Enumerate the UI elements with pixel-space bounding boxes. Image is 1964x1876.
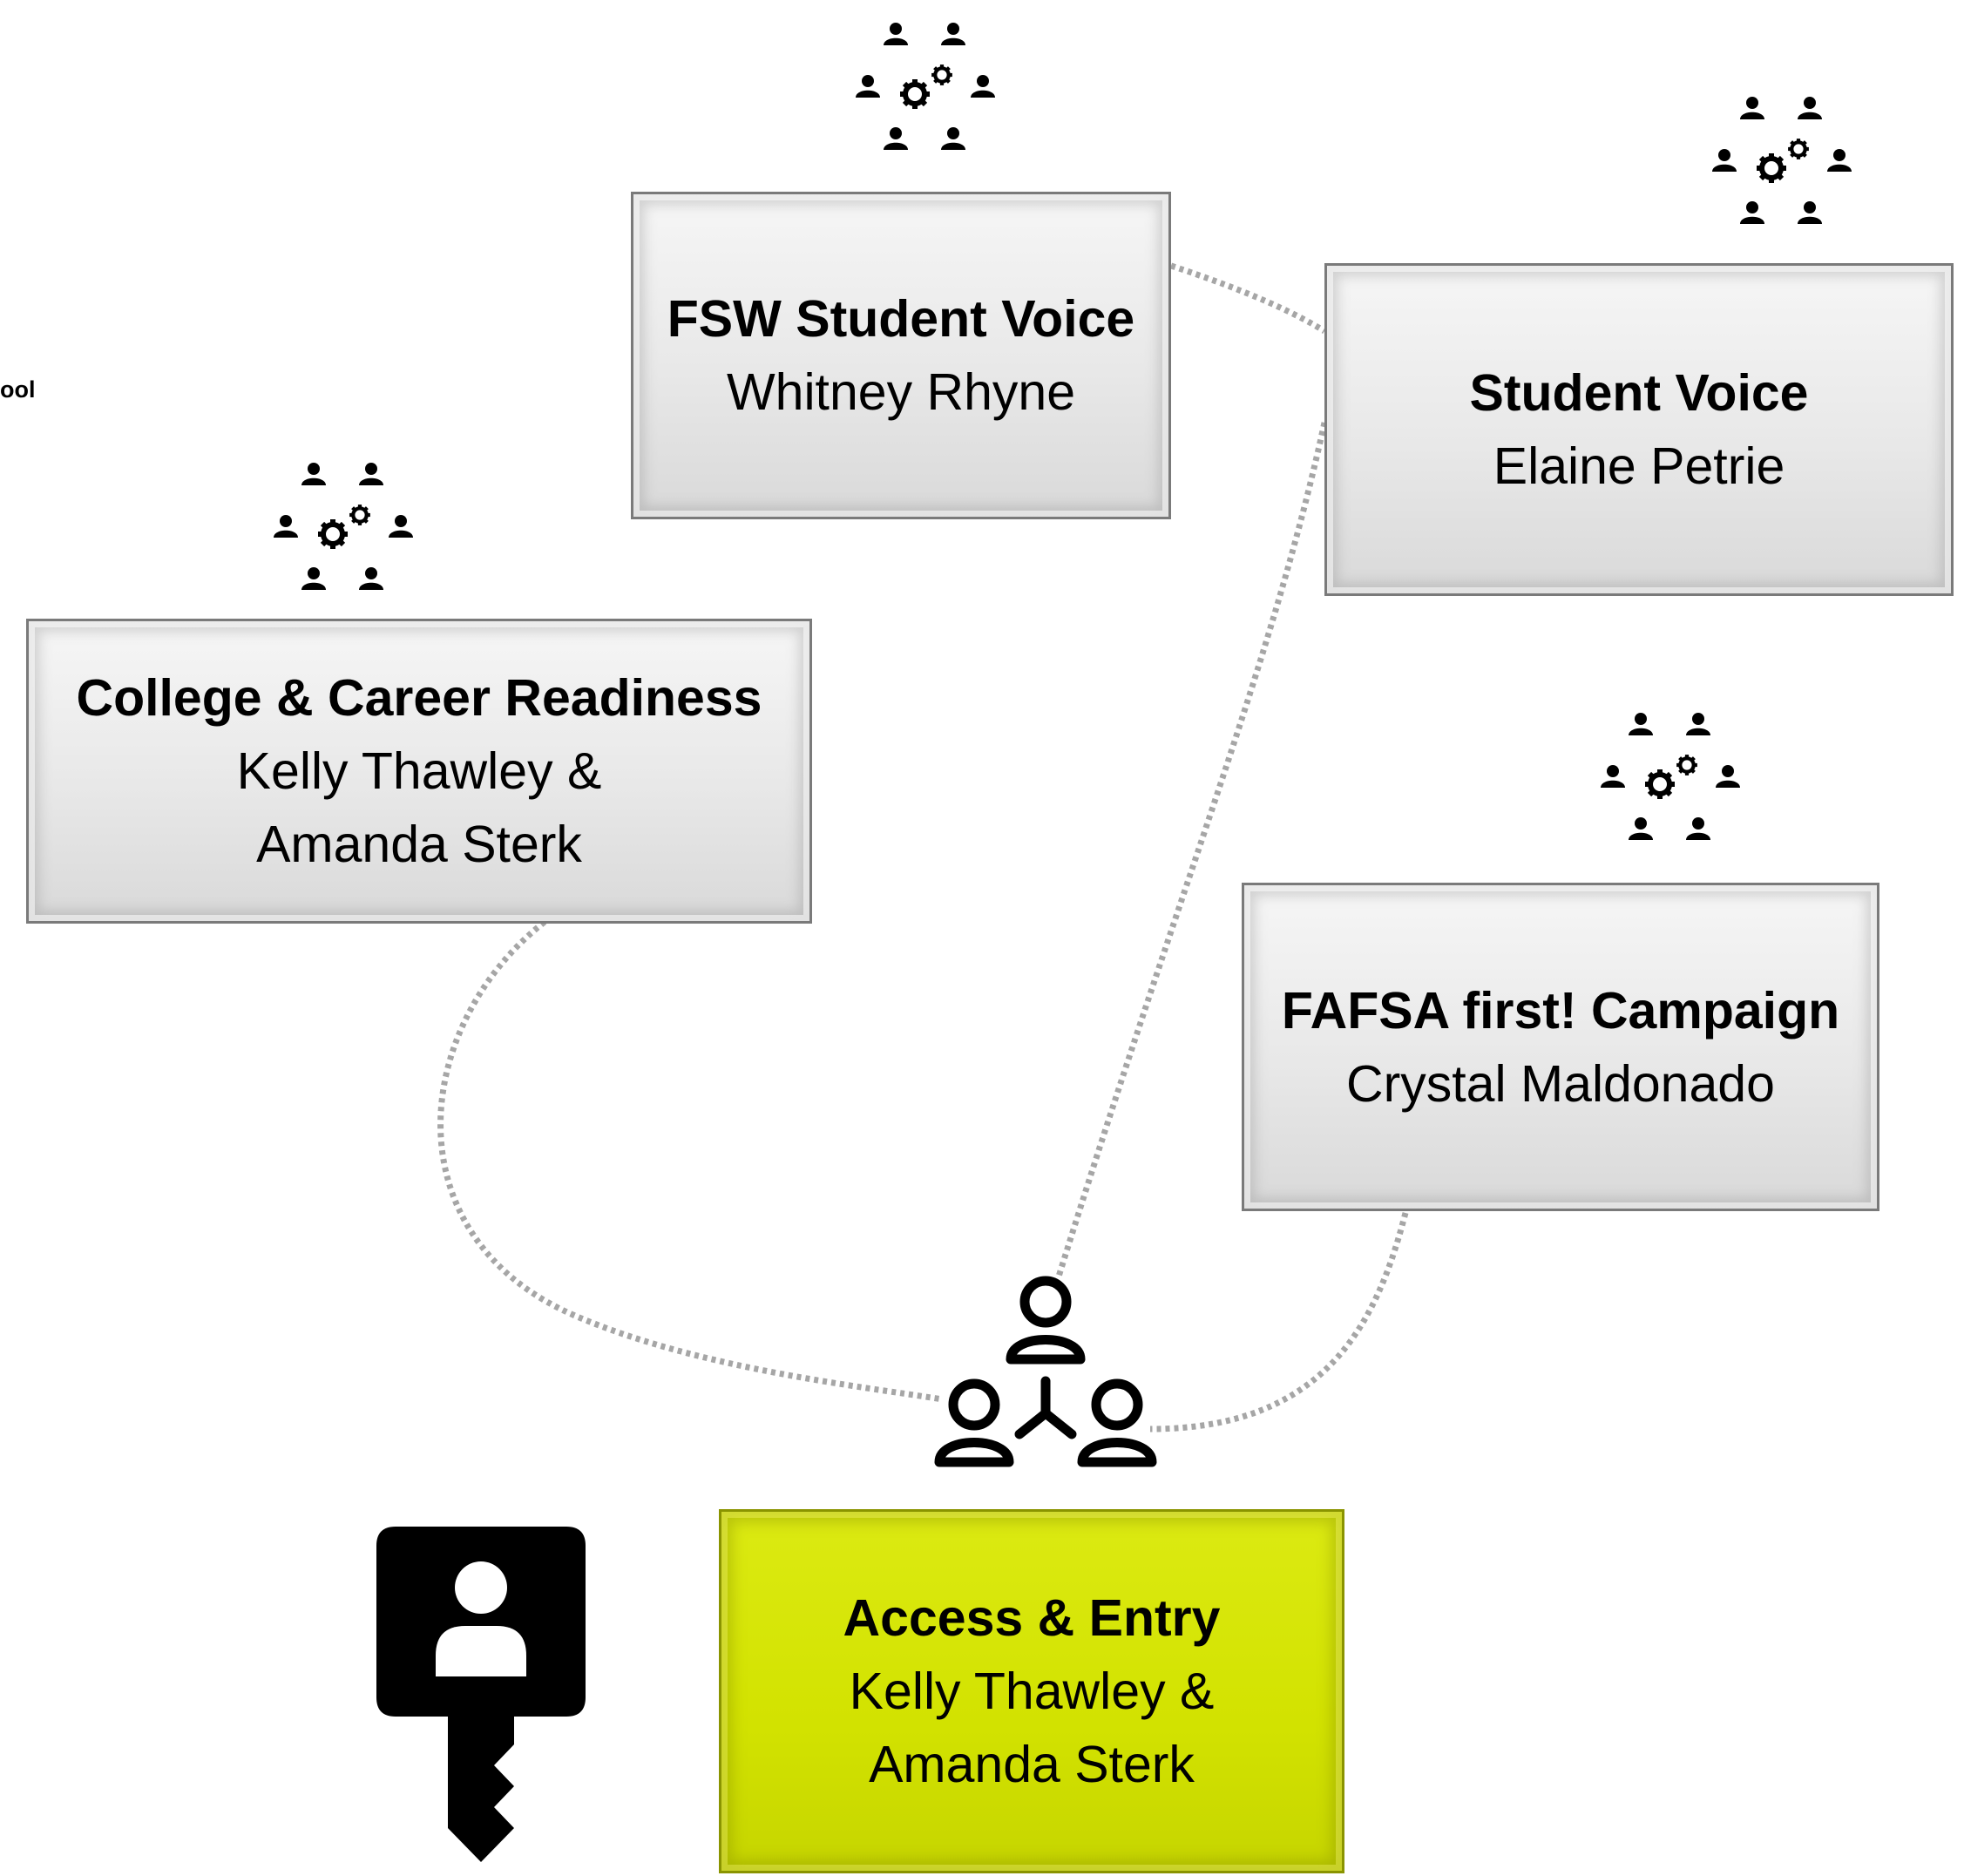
- team-gears-icon: [272, 457, 416, 601]
- node-owner-line-1: Kelly Thawley &: [236, 742, 602, 800]
- node-owner: Whitney Rhyne: [726, 363, 1076, 421]
- connector-student-voice-to-hub: [1055, 422, 1328, 1278]
- node-title: FAFSA first! Campaign: [1281, 981, 1840, 1040]
- node-fafsa-first-campaign[interactable]: FAFSA first! Campaign Crystal Maldonado: [1242, 883, 1879, 1211]
- people-network-icon: [934, 1276, 1157, 1467]
- node-student-voice[interactable]: Student Voice Elaine Petrie: [1324, 263, 1954, 596]
- node-college-career-readiness[interactable]: College & Career Readiness Kelly Thawley…: [26, 619, 812, 924]
- connector-college-career-to-hub: [437, 919, 944, 1403]
- team-gears-icon: [1710, 91, 1854, 235]
- node-owner-line-2: Amanda Sterk: [256, 816, 582, 873]
- node-title: Access & Entry: [843, 1589, 1221, 1647]
- node-access-entry[interactable]: Access & Entry Kelly Thawley & Amanda St…: [719, 1509, 1344, 1873]
- node-owner: Elaine Petrie: [1493, 437, 1785, 495]
- team-gears-icon: [1599, 708, 1743, 851]
- node-title: College & Career Readiness: [76, 669, 762, 727]
- node-fsw-student-voice[interactable]: FSW Student Voice Whitney Rhyne: [631, 192, 1171, 519]
- node-title: FSW Student Voice: [667, 290, 1135, 348]
- team-gears-icon: [854, 17, 998, 161]
- node-title: Student Voice: [1469, 364, 1809, 422]
- node-owner-line-1: Kelly Thawley &: [849, 1663, 1215, 1720]
- node-owner-line-2: Amanda Sterk: [869, 1736, 1195, 1793]
- connector-fafsa-to-hub: [1149, 1212, 1409, 1432]
- node-owner: Crystal Maldonado: [1346, 1054, 1775, 1113]
- cropped-text-fragment: ool: [0, 376, 36, 403]
- connector-fsw-to-student-voice: [1169, 262, 1326, 334]
- user-key-icon: [376, 1527, 586, 1862]
